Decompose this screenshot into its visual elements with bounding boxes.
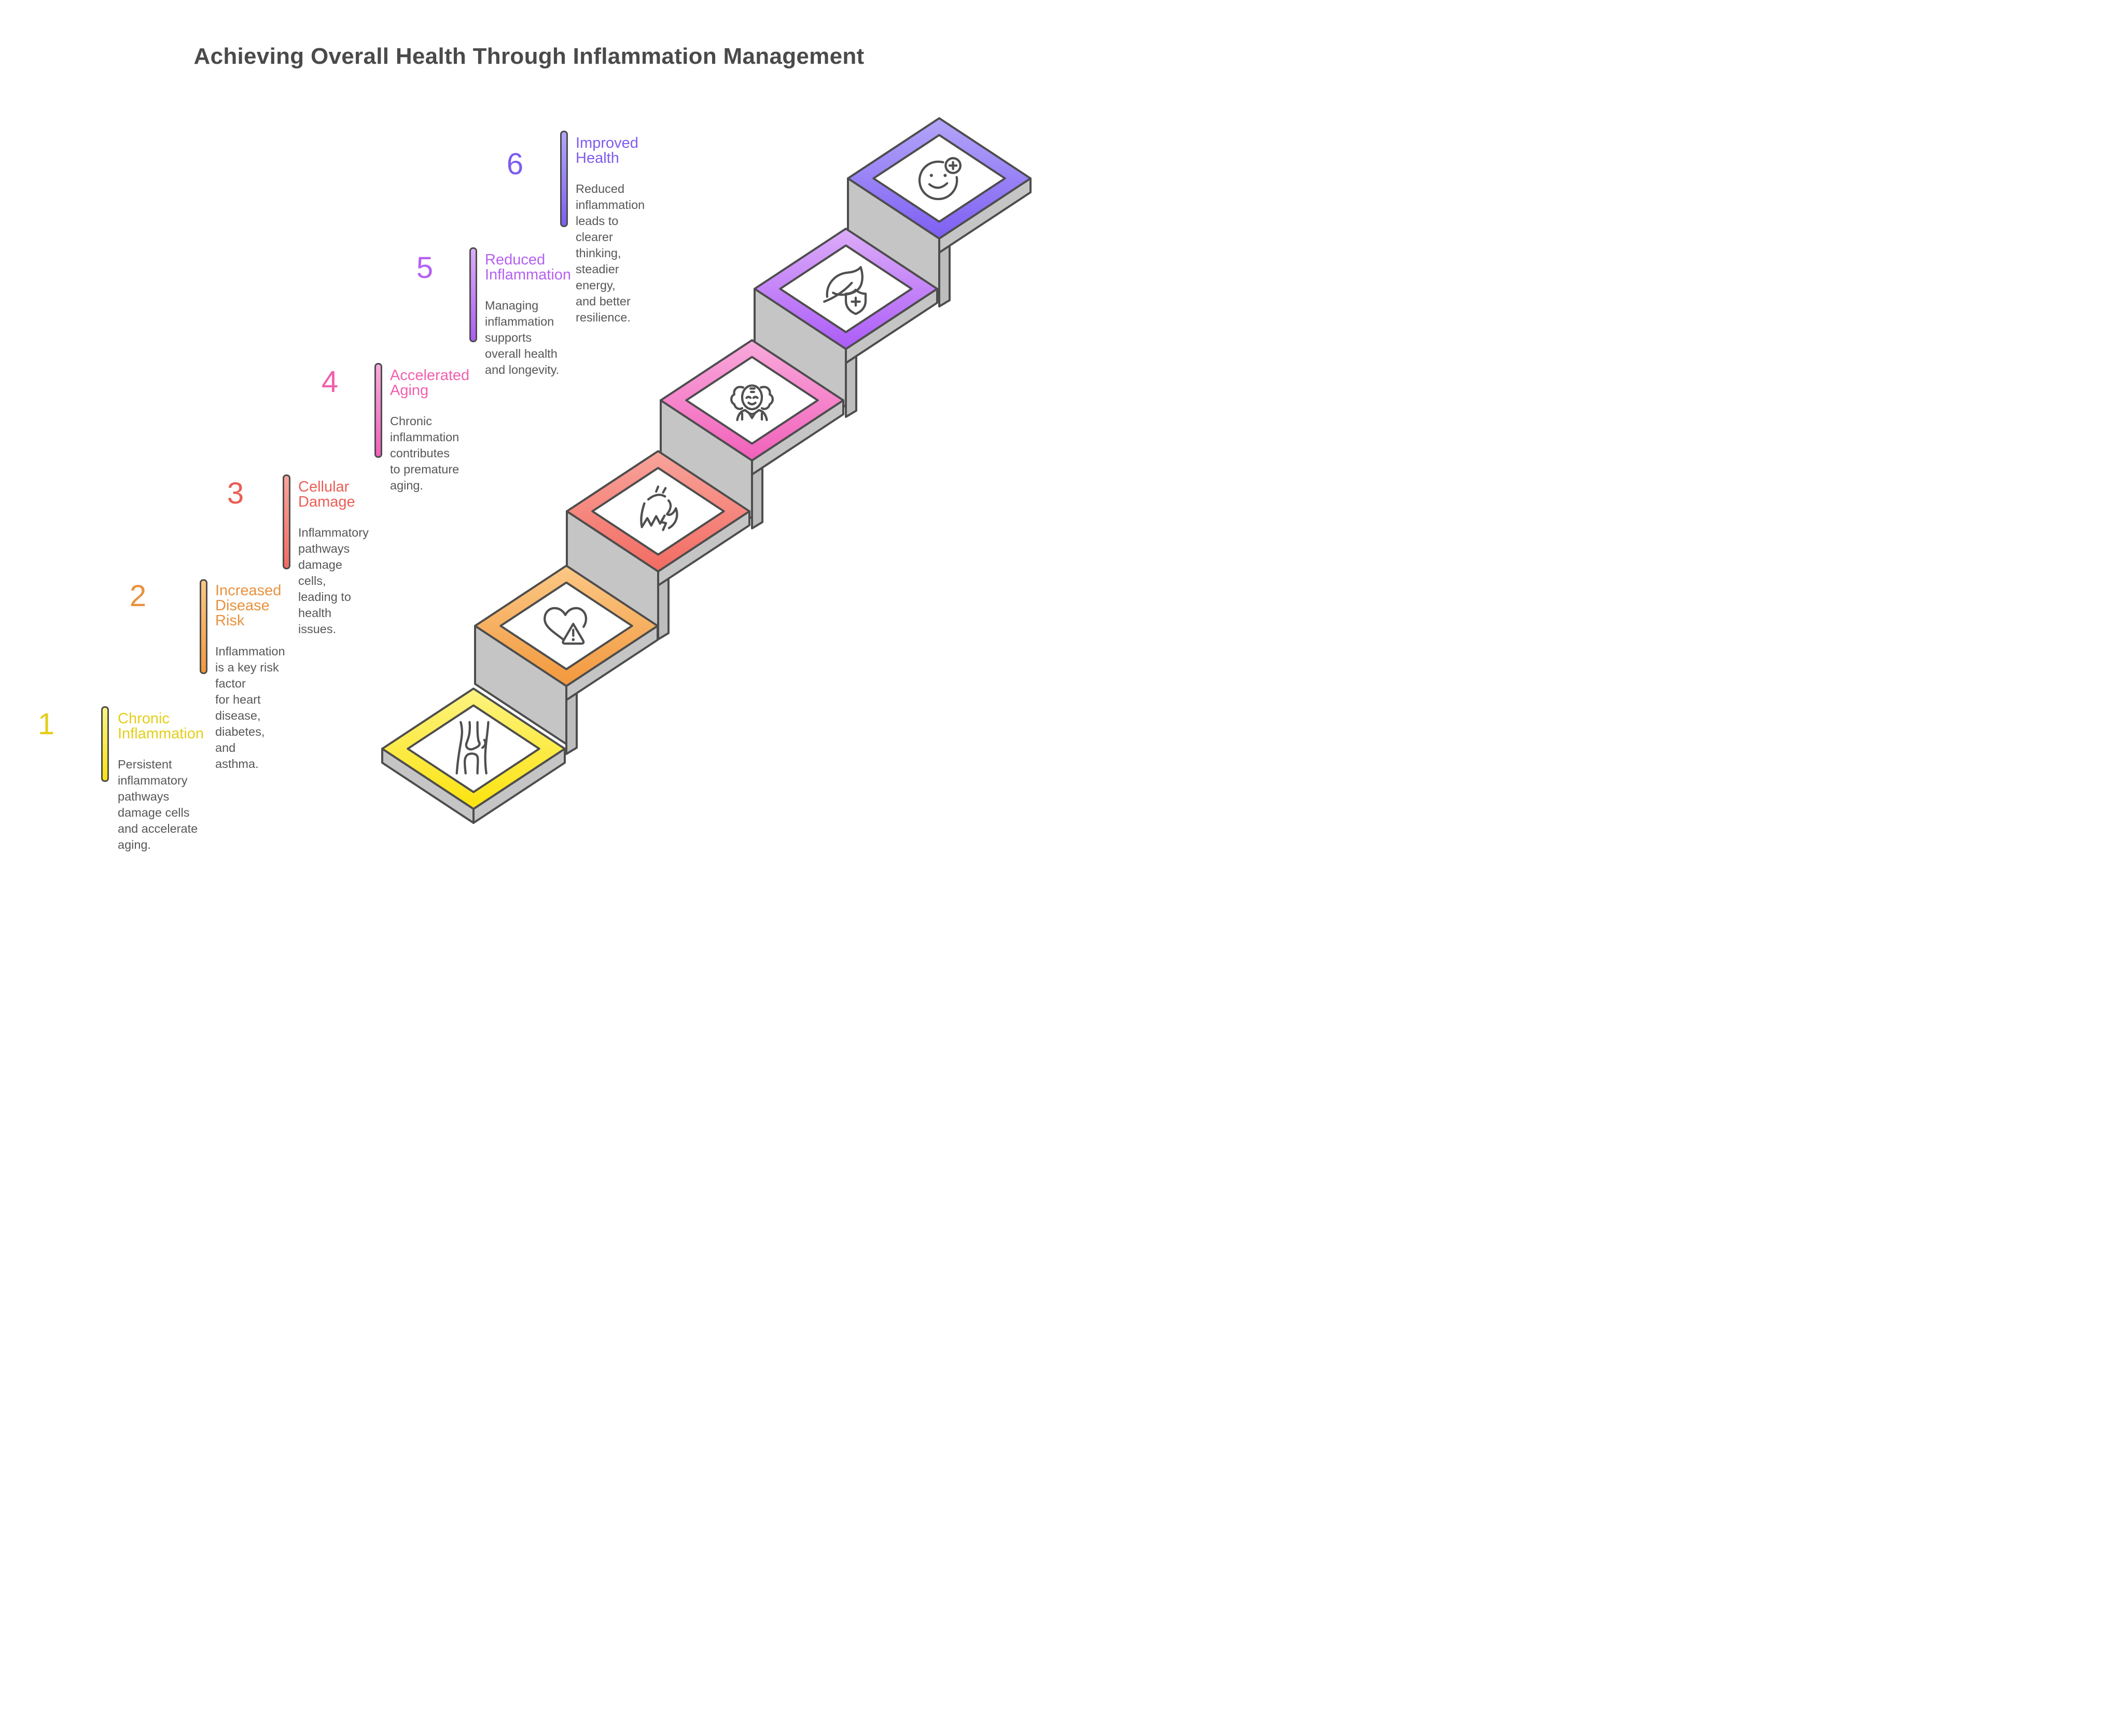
step-description: Inflammation is a key risk factor for he… — [215, 645, 285, 771]
joint-bones-icon — [455, 721, 490, 775]
step-color-bar — [200, 579, 207, 674]
step-title: Improved Health — [576, 135, 638, 166]
infographic-canvas: Achieving Overall Health Through Inflamm… — [0, 0, 1058, 868]
page-title: Achieving Overall Health Through Inflamm… — [193, 44, 865, 69]
step-title: Accelerated Aging — [390, 367, 470, 399]
step-title: Cellular Damage — [298, 479, 355, 510]
step-title: Reduced Inflammation — [485, 251, 572, 283]
step-description: Chronic inflammation contributes to prem… — [390, 414, 460, 492]
step-color-bar — [283, 474, 290, 569]
elderly-person-icon — [730, 384, 774, 422]
step-color-bar — [101, 706, 109, 782]
stair-riser-side — [565, 692, 578, 755]
step-description: Inflammatory pathways damage cells, lead… — [298, 526, 369, 636]
stair-step-6 — [847, 117, 1032, 307]
step-number: 6 — [506, 147, 524, 181]
stair-step-2 — [474, 565, 659, 755]
flame-sketch-icon — [640, 485, 678, 531]
stair-inner-panel — [499, 581, 633, 670]
stair-inner-panel — [685, 356, 819, 445]
stair-riser-side — [751, 467, 763, 529]
step-description: Persistent inflammatory pathways damage … — [118, 758, 198, 851]
step-title: Increased Disease Risk — [215, 582, 282, 629]
step-number: 3 — [227, 477, 244, 510]
step-number: 4 — [321, 365, 339, 399]
step-number: 2 — [129, 579, 147, 613]
smiley-plus-icon — [918, 157, 962, 201]
step-description: Managing inflammation supports overall h… — [485, 299, 560, 376]
stair-inner-panel — [591, 467, 725, 556]
heart-warning-icon — [544, 607, 588, 645]
stair-step-5 — [754, 228, 938, 418]
stair-riser-side — [845, 355, 857, 418]
step-color-bar — [374, 363, 382, 458]
step-number: 5 — [416, 251, 434, 285]
stair-step-3 — [566, 450, 750, 640]
step-color-bar — [560, 131, 568, 227]
stair-riser-side — [938, 245, 951, 307]
stair-step-4 — [660, 339, 844, 529]
step-number: 1 — [37, 707, 55, 741]
step-title: Chronic Inflammation — [118, 710, 204, 742]
stair-riser-side — [657, 578, 670, 640]
leaf-shield-icon — [823, 266, 867, 315]
stair-inner-panel — [872, 134, 1006, 223]
staircase-diagram — [381, 117, 1032, 824]
step-color-bar — [469, 247, 477, 342]
stair-step-1 — [381, 688, 566, 824]
step-description: Reduced inflammation leads to clearer th… — [576, 182, 645, 324]
